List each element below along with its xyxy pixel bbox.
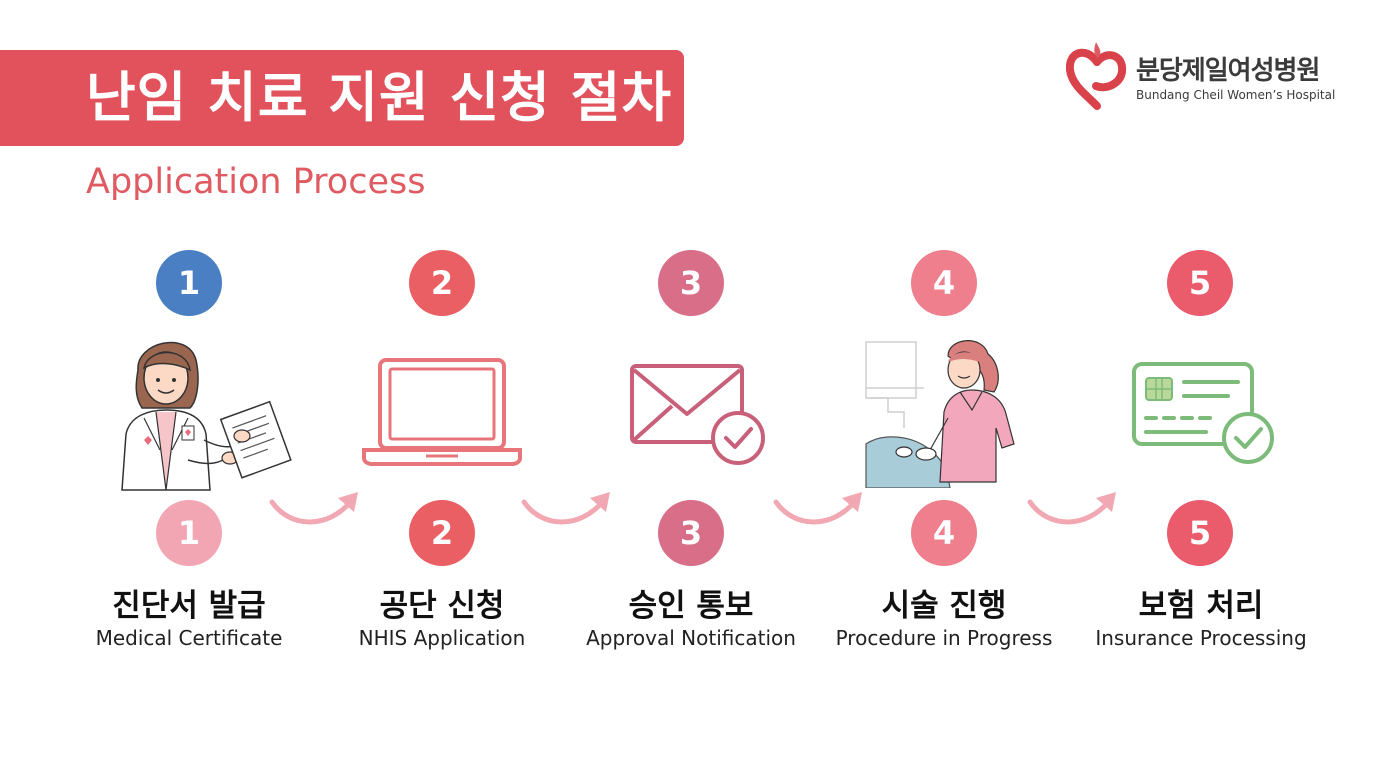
step-5-bottom-badge: 5 [1167, 500, 1233, 566]
arrow-step-4-to-5 [1027, 492, 1116, 525]
step-4-title-en: Procedure in Progress [835, 626, 1053, 650]
step-1-top-badge: 1 [156, 250, 222, 316]
arrow-step-2-to-3 [521, 492, 610, 525]
step-5-top-badge: 5 [1167, 250, 1233, 316]
step-4-bottom-badge: 4 [911, 500, 977, 566]
nurse-illustration [865, 340, 1015, 488]
step-2-top-badge: 2 [409, 250, 475, 316]
card-check-icon [1132, 362, 1274, 464]
step-4-top-badge: 4 [911, 250, 977, 316]
step-1-title-kr: 진단서 발급 [112, 588, 266, 624]
step-5-title-en: Insurance Processing [1095, 626, 1307, 650]
step-3-title-kr: 승인 통보 [628, 588, 754, 624]
step-1-bottom-badge: 1 [156, 500, 222, 566]
step-1-title-en: Medical Certificate [95, 626, 283, 650]
heart-logo-icon [1066, 42, 1127, 110]
laptop-icon [362, 358, 522, 466]
step-2-title-en: NHIS Application [358, 626, 526, 650]
step-3-top-badge: 3 [658, 250, 724, 316]
title-banner: 난임 치료 지원 신청 절차 [0, 50, 684, 146]
hospital-name-en: Bundang Cheil Women’s Hospital [1136, 88, 1336, 102]
step-5-title-kr: 보험 처리 [1138, 588, 1264, 624]
hospital-name-kr: 분당제일여성병원 [1136, 56, 1320, 86]
arrow-step-3-to-4 [773, 492, 862, 525]
page-subtitle: Application Process [86, 162, 426, 202]
doctor-illustration [121, 341, 292, 491]
envelope-check-icon [630, 364, 765, 465]
page-title: 난임 치료 지원 신청 절차 [86, 66, 672, 129]
hospital-logo: 분당제일여성병원 Bundang Cheil Women’s Hospital [1066, 40, 1356, 116]
step-4-title-kr: 시술 진행 [881, 588, 1007, 624]
step-2-title-kr: 공단 신청 [379, 588, 505, 624]
step-2-bottom-badge: 2 [409, 500, 475, 566]
step-3-bottom-badge: 3 [658, 500, 724, 566]
step-3-title-en: Approval Notification [586, 626, 796, 650]
arrow-step-1-to-2 [269, 492, 358, 525]
